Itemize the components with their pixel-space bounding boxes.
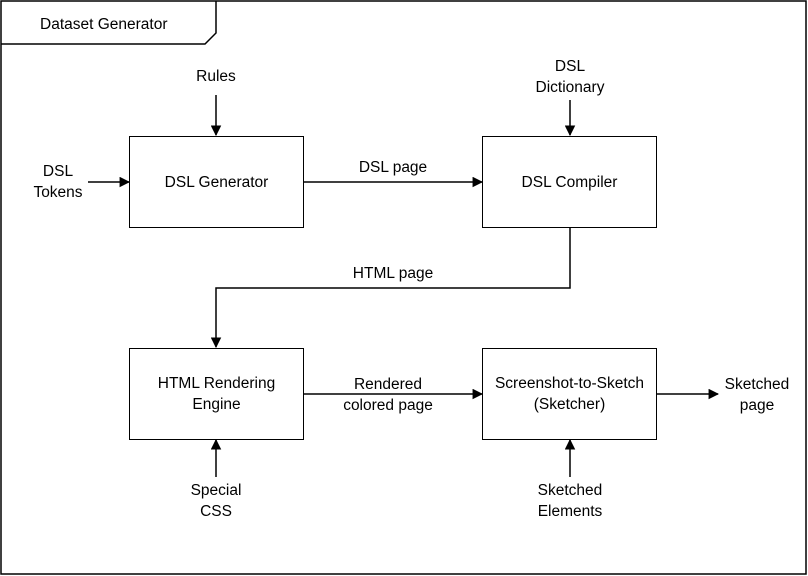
frame-title-tab <box>1 1 217 45</box>
dsl-compiler-node: DSL Compiler <box>482 136 657 228</box>
edge-compiler-to-engine <box>210 228 571 349</box>
rendered-colored-page-label: Rendered colored page <box>343 376 433 414</box>
html-rendering-engine-node: HTML Rendering Engine <box>129 348 304 440</box>
dsl-dictionary-label: DSL Dictionary <box>535 58 605 96</box>
dsl-page-label: DSL page <box>358 159 428 176</box>
sketched-page-label: Sketched page <box>724 376 790 414</box>
dsl-generator-node: DSL Generator <box>129 136 304 228</box>
special-css-label: Special CSS <box>190 482 242 520</box>
html-page-label: HTML page <box>352 265 434 282</box>
dsl-tokens-label: DSL Tokens <box>33 163 83 201</box>
sketched-elements-label: Sketched Elements <box>537 482 603 520</box>
rules-label: Rules <box>196 68 236 85</box>
sketcher-node: Screenshot-to-Sketch (Sketcher) <box>482 348 657 440</box>
frame-title: Dataset Generator <box>40 16 168 33</box>
